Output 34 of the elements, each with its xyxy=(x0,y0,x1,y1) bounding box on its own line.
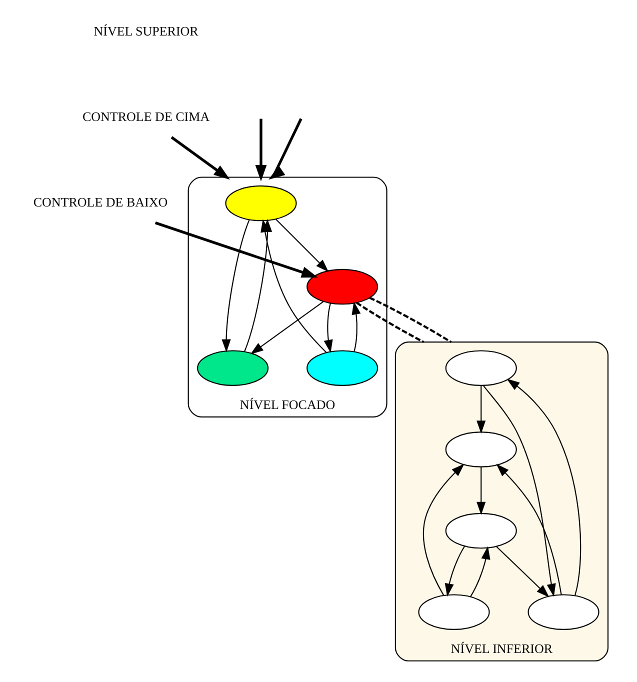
node-text: CONTROLE DE BAIXO xyxy=(32,194,168,210)
node-ellipse xyxy=(418,594,490,630)
arrow xyxy=(422,464,464,596)
arrow xyxy=(323,303,332,353)
arrow xyxy=(221,219,250,352)
node-ellipse xyxy=(306,268,378,305)
node-ellipse xyxy=(444,432,516,468)
label: NÍVEL SUPERIOR xyxy=(93,23,198,38)
arrow xyxy=(275,218,328,272)
arrow xyxy=(476,466,486,515)
connector xyxy=(356,302,424,344)
arrow xyxy=(496,546,549,598)
arrow xyxy=(170,136,230,180)
node-ellipse xyxy=(224,185,296,222)
arrow xyxy=(254,118,266,182)
node-ellipse xyxy=(444,512,516,549)
cluster: NÍVEL INFERIOR xyxy=(394,342,608,662)
node-ellipse xyxy=(444,350,516,386)
node-text: CONTROLE DE CIMA xyxy=(82,108,210,124)
arrow xyxy=(444,546,464,597)
node-ellipse xyxy=(196,350,268,386)
arrow xyxy=(470,546,490,597)
arrow xyxy=(476,386,486,434)
arrow xyxy=(506,378,581,596)
arrow xyxy=(154,222,318,278)
node-ellipse xyxy=(527,594,599,630)
arrow xyxy=(250,301,324,354)
arrow xyxy=(482,385,556,597)
arrow xyxy=(268,118,302,180)
connector xyxy=(368,296,452,344)
arrow xyxy=(351,302,360,352)
arrow xyxy=(496,464,562,595)
node-ellipse xyxy=(306,350,378,386)
cluster: NÍVEL FOCADO xyxy=(187,176,387,418)
